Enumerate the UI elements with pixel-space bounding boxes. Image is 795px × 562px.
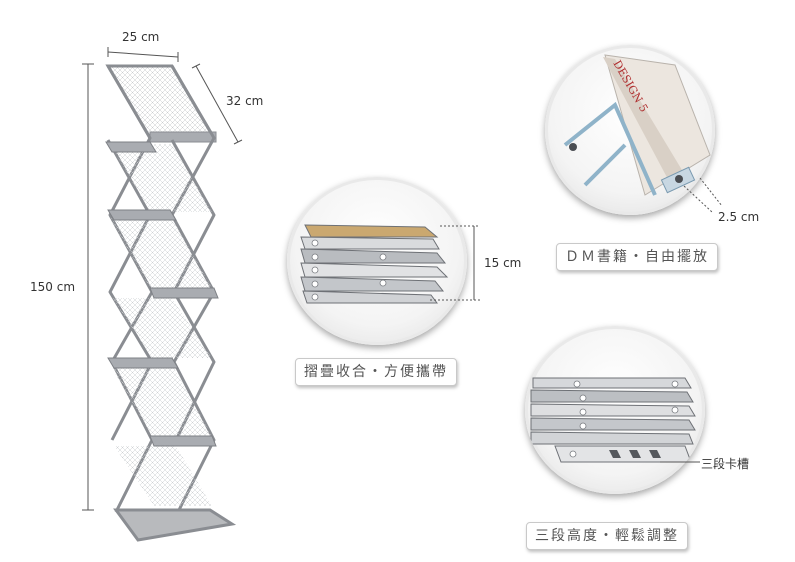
thickness-label: 15 cm (484, 256, 522, 270)
width-label: 25 cm (122, 30, 160, 44)
height-label: 150 cm (30, 280, 76, 294)
lip-label: 2.5 cm (718, 210, 760, 224)
depth-label: 32 cm (226, 94, 264, 108)
books-shelf-image: DESIGN 5 (563, 54, 711, 196)
depth-dimension-line (191, 63, 243, 145)
rack-top-panel (105, 64, 217, 143)
display-detail-circle: DESIGN 5 (545, 45, 715, 215)
fold-caption: 摺疊收合・方便攜帶 (295, 358, 457, 386)
folded-stack-image (300, 224, 449, 304)
adjust-detail-circle (525, 326, 705, 494)
rack-shelves (105, 141, 219, 447)
rack-mesh-panels (110, 144, 212, 506)
folded-detail-circle (287, 177, 467, 345)
display-caption: ＤＭ書籍・自由擺放 (556, 243, 718, 271)
slots-callout-label: 三段卡槽 (701, 457, 750, 471)
height-dimension-line (82, 63, 94, 511)
adjust-caption: 三段高度・輕鬆調整 (526, 522, 688, 550)
adjust-slots-image (530, 377, 696, 463)
rack-base (113, 508, 237, 542)
width-dimension-line (107, 47, 179, 62)
